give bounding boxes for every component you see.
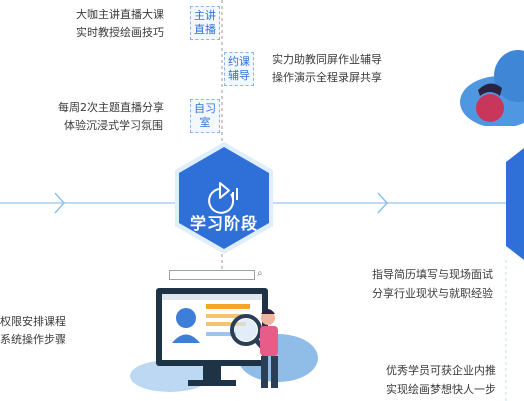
- tag-label: 约课: [228, 55, 250, 68]
- feature-text-line: 每周2次主题直播分享: [58, 101, 164, 114]
- next-stage-hexagon: [506, 148, 524, 260]
- tag-label: 主讲: [194, 9, 216, 22]
- tag-label: 自习: [194, 102, 216, 115]
- feature-text-line: 优秀学员可获企业内推: [386, 364, 496, 377]
- chevron-right-icon: [54, 192, 66, 214]
- monitor-illustration: [130, 288, 318, 392]
- tag-label: 辅导: [228, 69, 250, 82]
- feature-text-line: 实时教授绘画技巧: [76, 26, 164, 39]
- feature-text-line: 实现绘画梦想快人一步: [386, 383, 496, 396]
- feature-text-line: 指导简历填写与现场面试: [372, 268, 493, 281]
- stage-hexagon: 学习阶段: [175, 142, 273, 254]
- feature-text-line: 体验沉浸式学习氛围: [64, 119, 163, 132]
- stage-title: 学习阶段: [189, 214, 258, 233]
- tag-study-room: 自习 室: [190, 99, 220, 133]
- search-bar-illustration: [169, 270, 255, 280]
- feature-text-line: 大咖主讲直播大课: [76, 8, 164, 21]
- cloud-illustration: [460, 50, 524, 130]
- feature-text-line: 权限安排课程: [0, 315, 66, 328]
- search-icon: ⌕: [257, 268, 263, 279]
- chevron-right-icon: [377, 192, 389, 214]
- feature-text-line: 实力助教同屏作业辅导: [272, 53, 382, 66]
- tag-live-lecture: 主讲 直播: [190, 6, 220, 40]
- play-chart-icon: [208, 182, 238, 214]
- tag-label: 室: [199, 116, 211, 129]
- feature-text-line: 系统操作步骤: [0, 333, 66, 346]
- feature-text-line: 分享行业现状与就职经验: [372, 287, 493, 300]
- feature-text-line: 操作演示全程录屏共享: [272, 71, 382, 84]
- tag-label: 直播: [194, 23, 216, 36]
- tag-booking-tutoring: 约课 辅导: [224, 52, 254, 86]
